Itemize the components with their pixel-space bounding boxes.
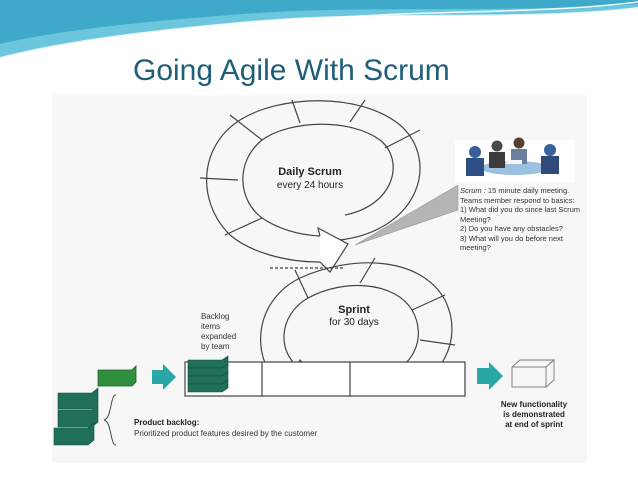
product-backlog-blocks [53,387,99,446]
callout-line-1: 15 minute daily meeting. [485,186,570,195]
new-functionality-line: is demonstrated [503,410,565,419]
sprint-title: Sprint [338,304,370,316]
slide-title: Going Agile With Scrum [133,54,450,87]
arrow-to-output-icon [477,362,503,390]
sprint-subtitle: for 30 days [329,317,379,328]
backlog-expanded-line: by team [201,342,230,351]
expanded-backlog-stack [187,355,229,393]
callout-line-7: meeting? [460,243,491,252]
daily-scrum-subtitle: every 24 hours [276,180,344,191]
callout-text: Scrum : 15 minute daily meeting. Teams m… [460,186,580,253]
new-functionality-label: New functionality is demonstrated at end… [484,400,584,430]
callout-line-2: Teams member respond to basics: [460,195,575,205]
product-backlog-title: Product backlog: [134,418,200,427]
arrow-to-expanded-icon [152,364,176,390]
sprint-box-row [184,361,466,397]
new-functionality-box [511,359,556,388]
product-backlog-subtitle: Prioritized product features desired by … [134,429,318,438]
header-wave-banner [0,0,638,59]
daily-scrum-title: Daily Scrum [278,166,342,178]
backlog-expanded-line: expanded [201,332,237,341]
callout-line-5: 2) Do you have any obstacles? [460,224,563,233]
team-meeting-picture [455,137,575,182]
backlog-expanded-line: Backlog [201,312,230,321]
callout-line-3: 1) What did you do since last Scrum [460,205,581,214]
backlog-expanded-line: items [201,322,221,331]
new-functionality-line: New functionality [500,400,568,409]
backlog-expanded-label: Backlog items expanded by team [201,312,236,352]
product-backlog-bracket [103,394,117,446]
daily-scrum-cycle [199,99,421,273]
callout-line-4: Meeting? [460,214,491,224]
callout-pointer [354,184,459,246]
new-functionality-line: at end of sprint [505,420,563,429]
callout-scrum-label: Scrum : [460,186,486,195]
callout-line-6: 3) What will you do before next [460,233,563,243]
green-block [97,365,137,387]
